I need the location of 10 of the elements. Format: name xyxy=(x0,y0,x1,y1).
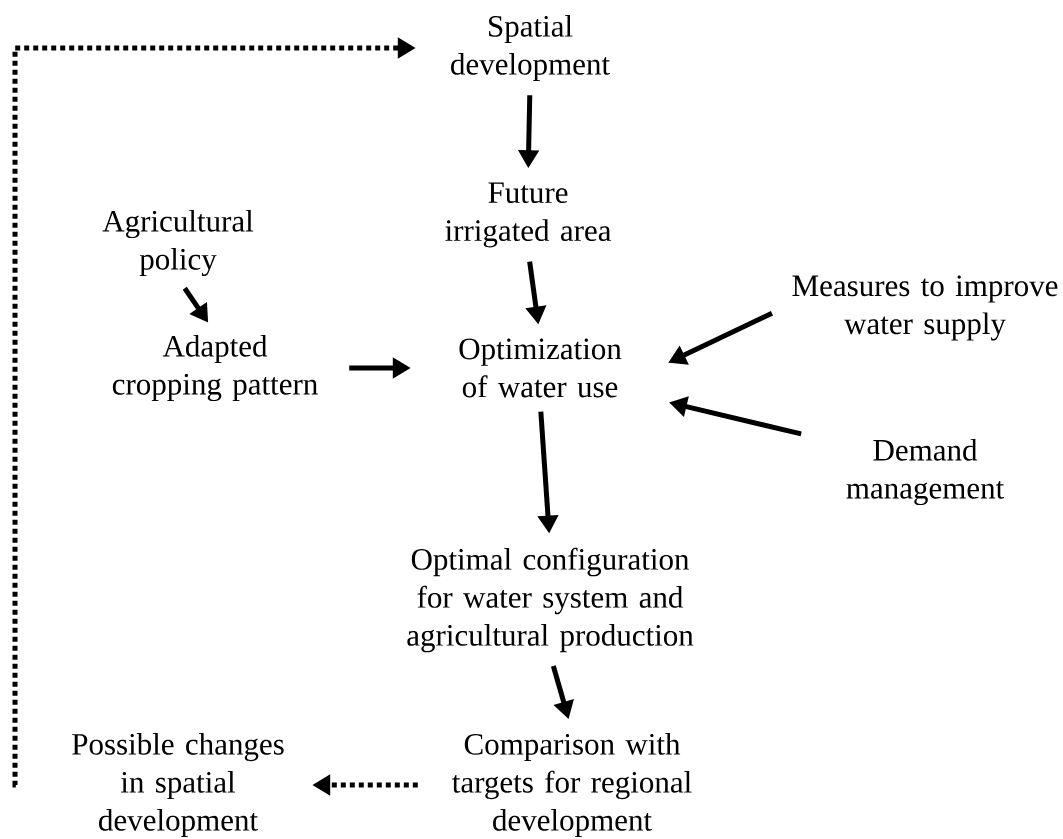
node-label: Optimal configuration for water system and agricultural production xyxy=(407,547,694,653)
node-label: Demand management xyxy=(846,438,1005,506)
node-label: Measures to improve water supply xyxy=(792,275,1058,341)
node-label: Possible changes in spatial development xyxy=(72,732,284,838)
node-label: Spatial development xyxy=(451,14,610,82)
node-label: Comparison with targets for regional development xyxy=(452,732,692,838)
node-label: Adapted cropping pattern xyxy=(112,334,318,402)
node-label: Agricultural policy xyxy=(102,209,254,277)
node-label: Optimization of water use xyxy=(459,338,622,398)
node-label: Future irrigated area xyxy=(445,182,612,248)
